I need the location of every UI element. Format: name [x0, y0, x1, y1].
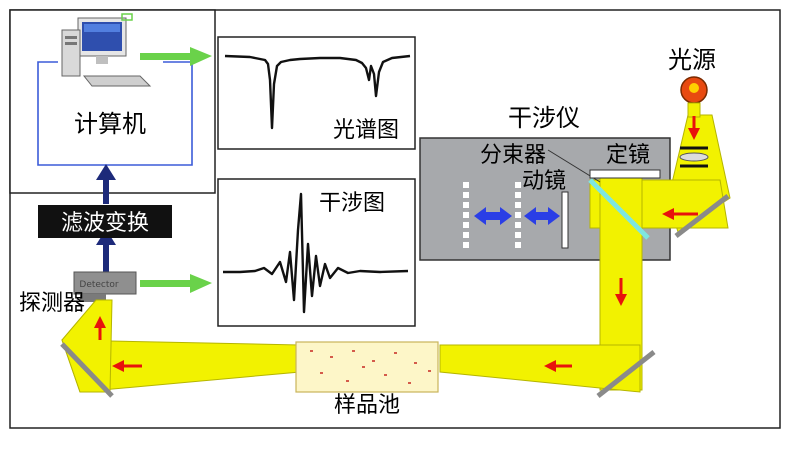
filter-transform-box	[38, 205, 172, 238]
source-mirror	[674, 194, 730, 238]
light-beam	[61, 114, 731, 393]
interferogram-label: 干涉图	[319, 191, 385, 216]
movement-arrow-1	[474, 207, 512, 225]
interferogram-trace	[223, 192, 409, 314]
fixed-mirror-label: 定镜	[606, 143, 650, 168]
bottom-left-mirror	[60, 342, 114, 398]
movement-arrow-2	[524, 207, 560, 225]
spectrum-trace	[224, 54, 411, 130]
moving-mirror-label: 动镜	[522, 169, 566, 194]
sample-cell-label: 样品池	[334, 393, 400, 418]
detector-label: 探测器	[19, 291, 85, 316]
detector-icon: Detector	[73, 271, 137, 302]
arrow-filter-to-computer	[96, 164, 116, 204]
detector-tag: Detector	[79, 280, 119, 290]
light-source-glow	[689, 83, 699, 93]
filter-transform-label: 滤波变换	[61, 211, 149, 236]
computer-icon	[61, 13, 152, 87]
moving-mirror	[561, 191, 569, 249]
spectrum-label: 光谱图	[333, 118, 399, 143]
arrow-to-interferogram	[140, 274, 212, 293]
bottom-right-mirror	[596, 350, 656, 398]
sample-cell-dots	[310, 350, 431, 384]
interferogram-panel	[217, 178, 416, 327]
lens	[679, 152, 709, 162]
beam-splitter	[588, 178, 650, 240]
arrow-to-spectrum	[140, 47, 212, 66]
light-source-label: 光源	[668, 46, 716, 74]
spectrum-panel	[217, 36, 416, 150]
beam-direction-arrows	[94, 116, 700, 372]
computer-wiring	[37, 61, 193, 166]
interferometer-label: 干涉仪	[508, 104, 580, 132]
light-source-base	[687, 102, 701, 118]
fixed-mirror	[589, 169, 661, 179]
sample-cell	[295, 341, 439, 393]
computer-label: 计算机	[74, 110, 146, 138]
beam-splitter-label: 分束器	[480, 143, 546, 168]
